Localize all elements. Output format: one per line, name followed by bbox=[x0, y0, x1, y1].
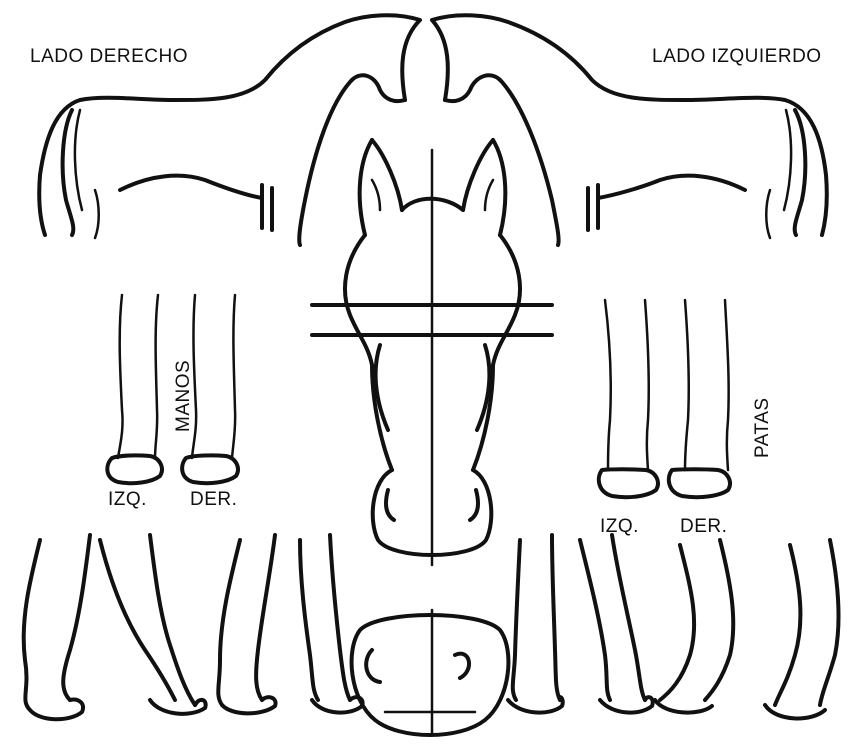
right-side-label: LADO DERECHO bbox=[30, 46, 188, 67]
front-right-label: DER. bbox=[190, 489, 237, 510]
hind-left-label: IZQ. bbox=[600, 516, 639, 537]
hind-right-label: DER. bbox=[680, 516, 727, 537]
head-front-view bbox=[312, 140, 552, 565]
hind-legs-label: PATAS bbox=[752, 397, 773, 458]
front-left-label: IZQ. bbox=[108, 489, 147, 510]
hind-legs-drawing bbox=[599, 300, 730, 497]
left-side-label: LADO IZQUIERDO bbox=[652, 46, 822, 67]
muzzle-bottom-view bbox=[352, 610, 509, 735]
front-legs-label: MANOS bbox=[173, 360, 194, 432]
bottom-legs-left-group bbox=[24, 535, 363, 719]
bottom-legs-right-group bbox=[508, 535, 839, 718]
